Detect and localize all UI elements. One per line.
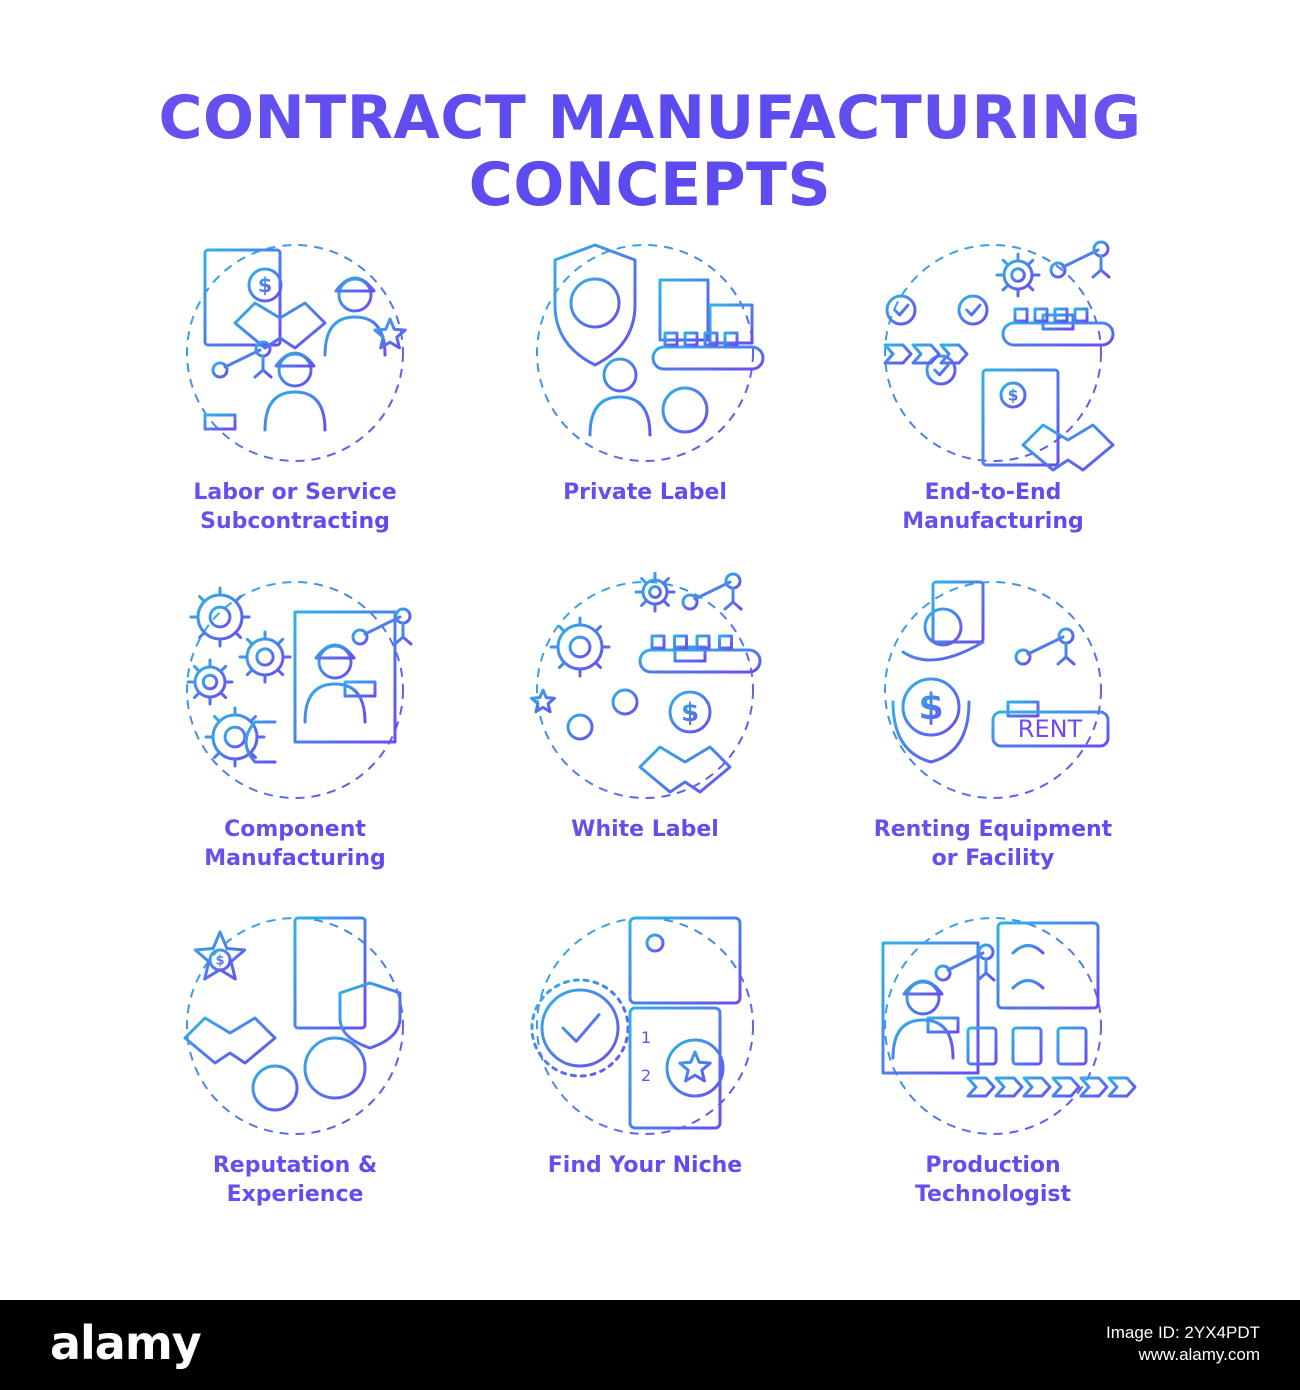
dashed-ring <box>536 917 754 1135</box>
concept-label: Find Your Niche <box>475 1151 815 1180</box>
image-id: Image ID: 2YX4PDT <box>1105 1323 1260 1342</box>
icon-art: $ <box>883 240 1115 472</box>
icon-art: $ <box>203 248 407 432</box>
gear-products-handshake-icon: $ <box>530 572 762 799</box>
gears-magnet-worker-icon <box>186 581 413 799</box>
dashed-ring <box>186 917 404 1135</box>
svg-text:$: $ <box>215 954 224 969</box>
concept-label-line: Production <box>925 1153 1061 1178</box>
concept-label-line: or Facility <box>931 846 1055 871</box>
icon-art <box>553 243 765 437</box>
worker-dashboard-flow-icon <box>881 917 1137 1135</box>
rent-badge-text: RENT <box>1018 715 1083 743</box>
dashed-ring <box>186 244 404 462</box>
concept-label-line: Experience <box>226 1182 364 1207</box>
dashed-ring <box>536 581 754 799</box>
svg-text:$: $ <box>258 273 272 297</box>
checklist-flow-contract-icon: $ <box>883 240 1115 472</box>
dashed-ring <box>884 917 1102 1135</box>
icon-art: $ <box>530 572 762 794</box>
site-url: www.alamy.com <box>1138 1345 1260 1364</box>
concept-label-line: White Label <box>571 817 719 842</box>
footer-bar: alamy Image ID: 2YX4PDT www.alamy.com <box>0 1300 1300 1390</box>
concept-label-line: Manufacturing <box>204 846 386 871</box>
concept-label-line: Labor or Service <box>193 480 397 505</box>
footer-meta: Image ID: 2YX4PDT www.alamy.com <box>1106 1322 1260 1366</box>
dashed-ring <box>186 581 404 799</box>
title-line-2: CONCEPTS <box>0 150 1300 220</box>
star-handshake-checklist-smiley-icon: $ <box>183 916 404 1135</box>
dashed-ring <box>884 244 1102 462</box>
concept-label: White Label <box>475 815 815 844</box>
concept-label-line: Manufacturing <box>902 509 1084 534</box>
handshake-worker-robot-arm-icon: $ <box>186 244 407 462</box>
concept-label-line: End-to-End <box>924 480 1062 505</box>
icon-art: $ <box>891 580 1110 764</box>
icon-art: $ <box>183 916 402 1112</box>
concept-label-line: Private Label <box>563 480 727 505</box>
icon-art <box>530 916 742 1130</box>
svg-text:$: $ <box>1008 386 1019 404</box>
concept-label-line: Subcontracting <box>200 509 390 534</box>
concept-label-line: Technologist <box>914 1182 1072 1207</box>
concept-label-line: Reputation & <box>212 1153 378 1178</box>
dashed-ring <box>536 244 754 462</box>
svg-text:$: $ <box>681 698 699 728</box>
concept-label-line: Find Your Niche <box>547 1153 743 1178</box>
concept-label-line: Renting Equipment <box>873 817 1113 842</box>
icon-art <box>881 921 1137 1098</box>
dashed-ring <box>884 581 1102 799</box>
concept-label: Renting Equipment or Facility <box>823 815 1163 873</box>
shield-crane-person-icon <box>536 243 765 462</box>
svg-text:$: $ <box>918 686 943 729</box>
poster: CONTRACT MANUFACTURING CONCEPTS $ Labor o… <box>0 83 1300 1209</box>
concept-label: Private Label <box>475 478 815 507</box>
clipboard-list-number: 2 <box>641 1066 651 1085</box>
key-hands-robot-rent-icon: $ RENT <box>884 580 1110 799</box>
alamy-logo: alamy <box>50 1316 202 1370</box>
target-check-clipboard-icon: 12 <box>530 916 754 1135</box>
concept-label: Reputation & Experience <box>125 1151 465 1209</box>
concept-label-line: Component <box>224 817 366 842</box>
icon-art <box>186 586 413 768</box>
clipboard-list-number: 1 <box>641 1028 651 1047</box>
title-line-1: CONTRACT MANUFACTURING <box>0 83 1300 153</box>
